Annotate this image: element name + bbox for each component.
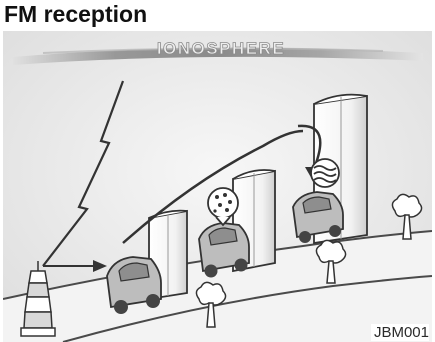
- ionosphere-label: IONOSPHERE: [157, 39, 285, 58]
- page-title: FM reception: [4, 0, 147, 28]
- distorted-audio-icon: [311, 159, 339, 187]
- fm-reception-illustration: IONOSPHERE: [3, 31, 432, 342]
- figure-code: JBM001: [371, 324, 429, 341]
